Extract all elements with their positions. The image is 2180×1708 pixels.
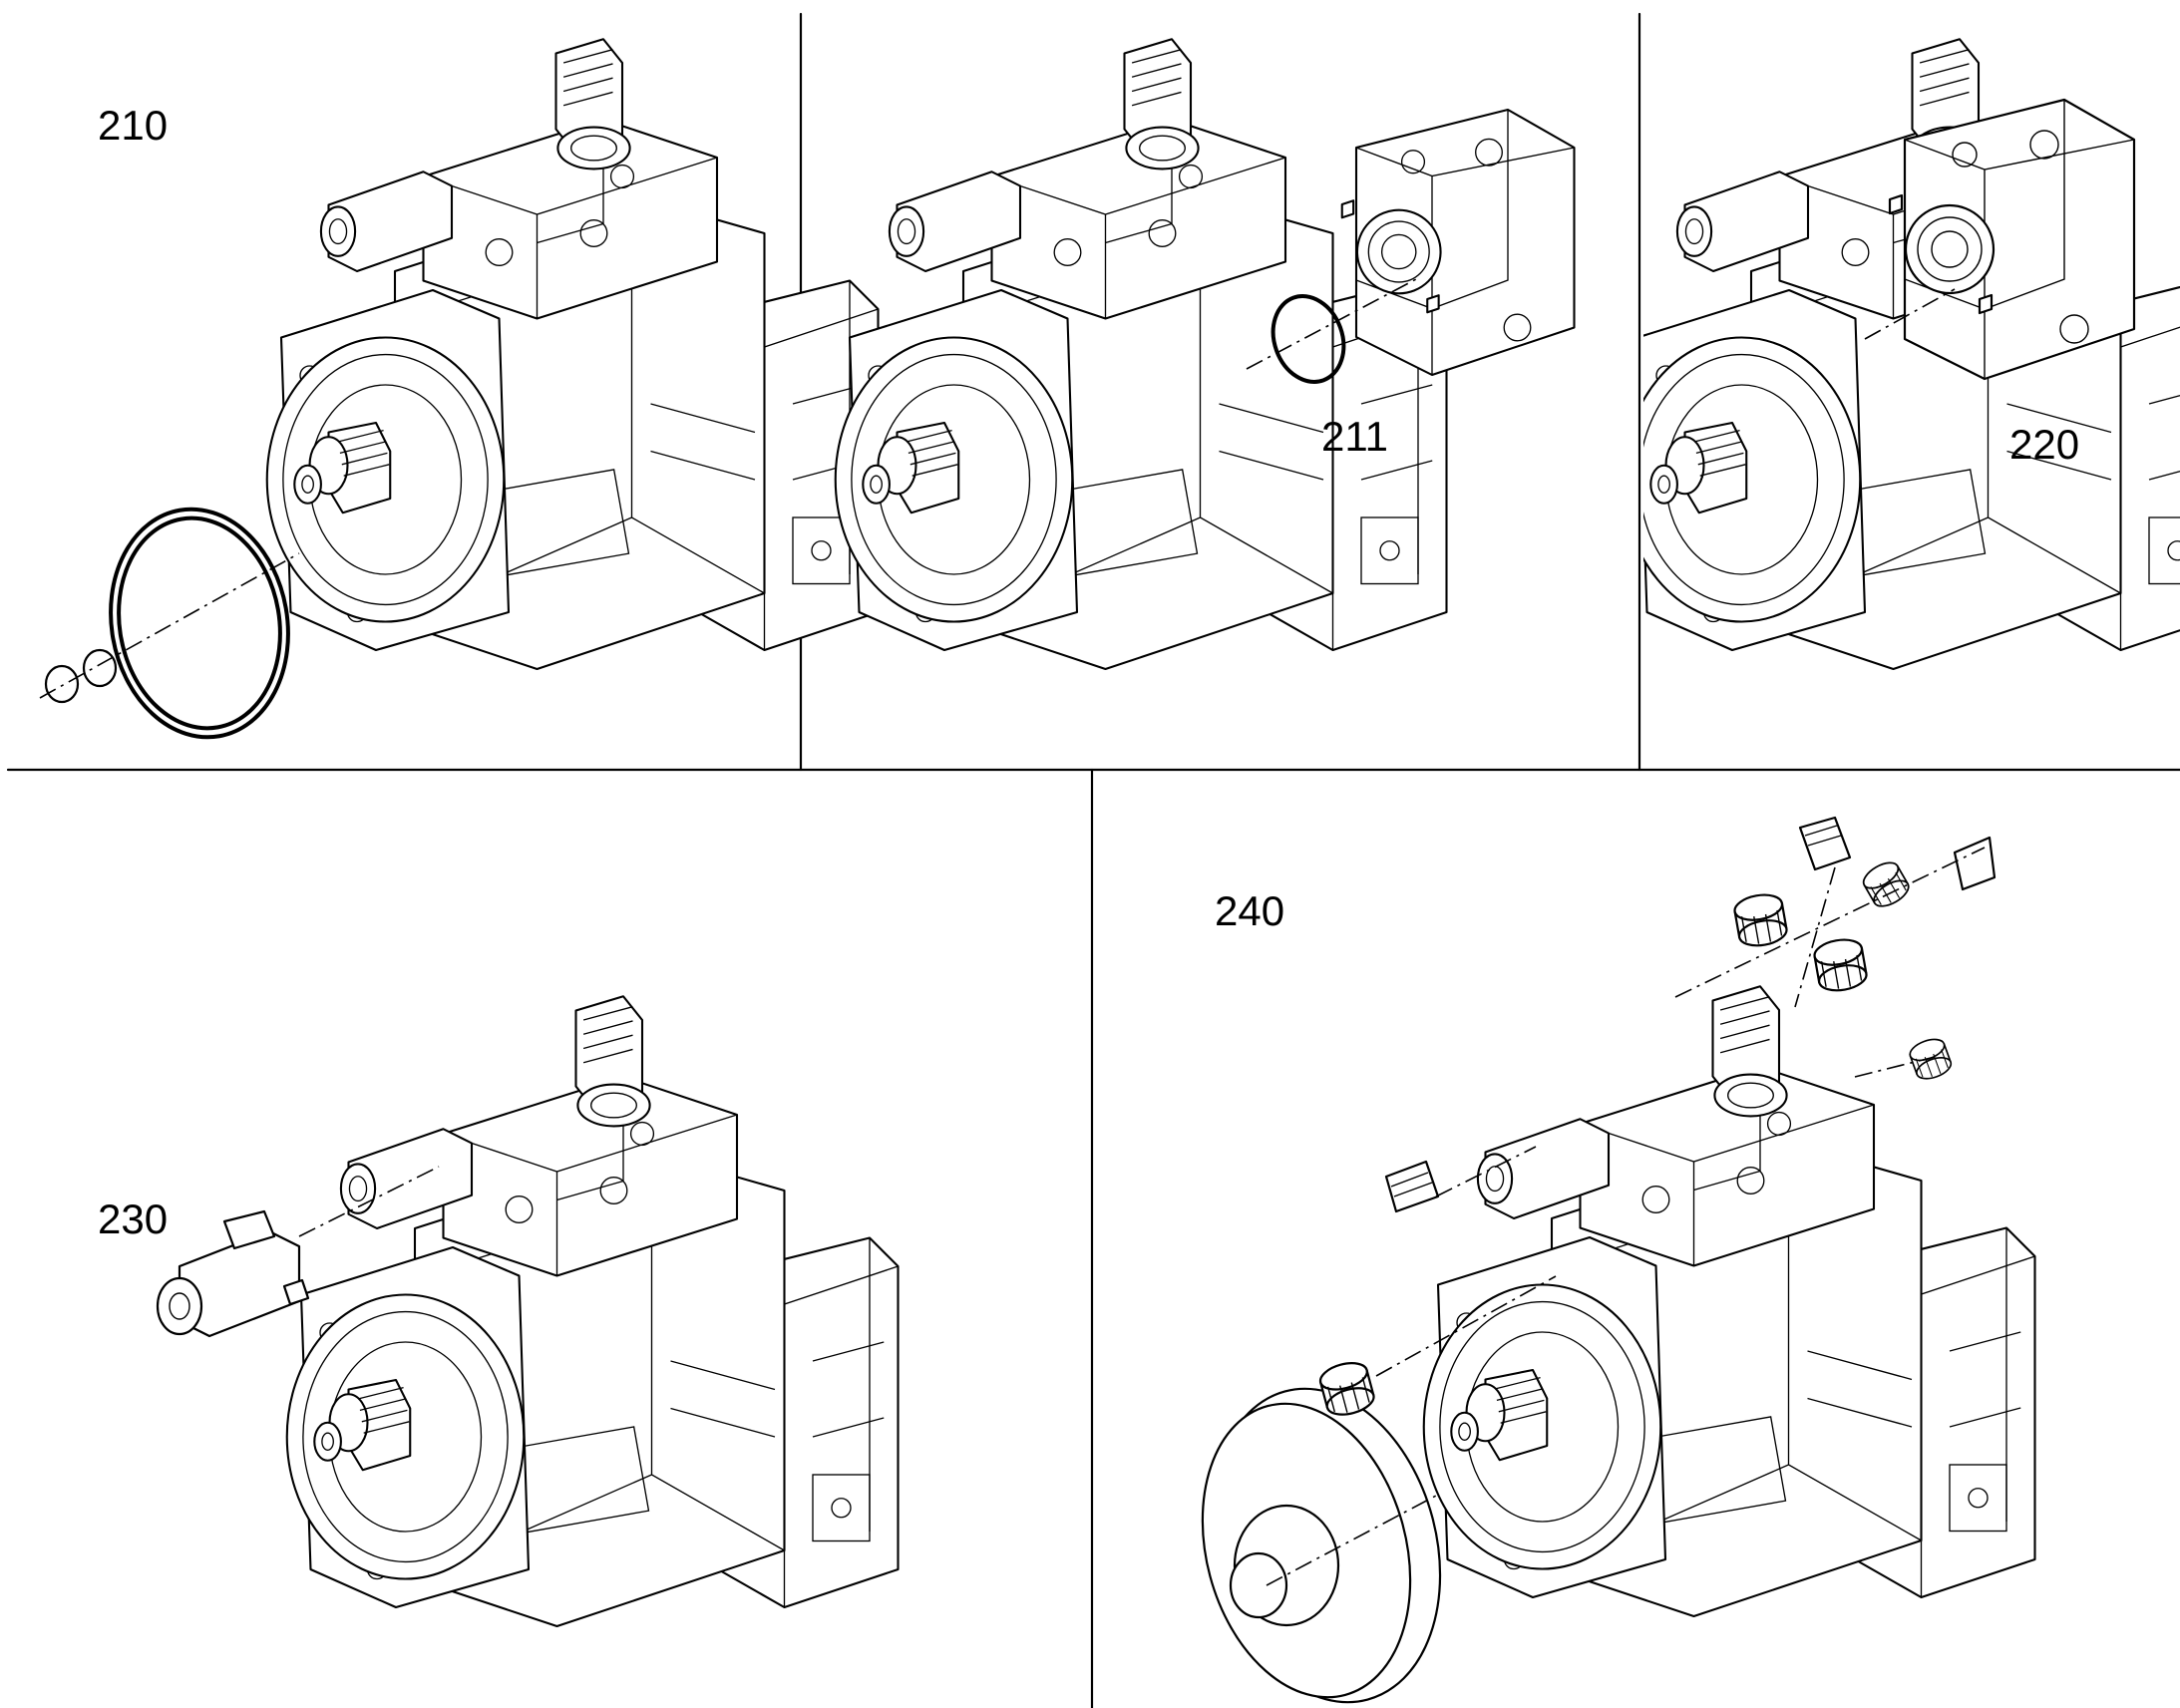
panel-220: 220 (1643, 38, 2180, 671)
callout-220: 220 (2009, 421, 2079, 468)
pump-block-211 (1340, 108, 1576, 377)
cap-top-right (1811, 935, 1870, 995)
solenoid-valve-230 (156, 1209, 310, 1338)
plug-top (1798, 816, 1852, 871)
pump-assembly-240 (1422, 985, 2036, 1618)
panel-230: 230 (98, 995, 900, 1628)
cap-side (1906, 1034, 1955, 1084)
snap-ring-2 (44, 664, 80, 704)
cap-threaded (1858, 856, 1914, 912)
callout-211: 211 (1321, 413, 1388, 460)
pump-assembly-230 (285, 995, 900, 1628)
callout-210: 210 (98, 102, 168, 149)
panel-210: 210 (39, 38, 880, 740)
callout-240: 240 (1215, 887, 1284, 934)
o-ring-large (109, 507, 290, 740)
callout-230: 230 (98, 1196, 168, 1242)
pump-assembly-210 (265, 38, 880, 671)
pump-assembly-211 (834, 38, 1448, 671)
panel-240: 240 (1201, 816, 2036, 1704)
cap-top-left (1731, 890, 1790, 950)
snap-ring-1 (82, 648, 118, 688)
pump-block-220 (1888, 98, 2136, 381)
shaft-cover-240 (1201, 1387, 1442, 1704)
connector-plug-right (1953, 836, 1997, 891)
connector-plug-left (1384, 1160, 1440, 1213)
o-ring-211 (1271, 294, 1346, 384)
panel-211: 211 (834, 38, 1576, 671)
